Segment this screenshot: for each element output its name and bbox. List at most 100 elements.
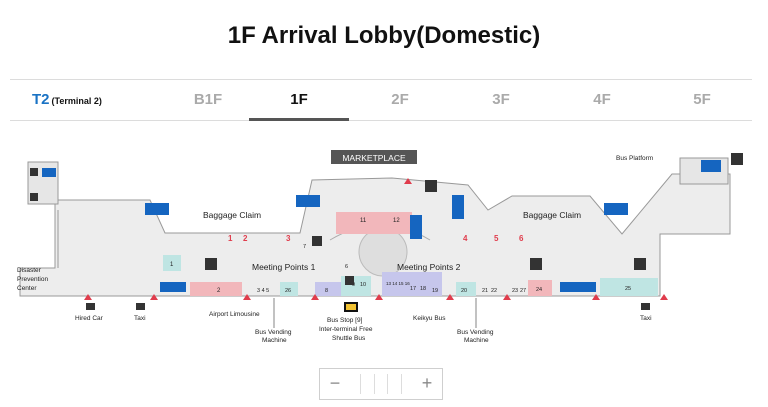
escalator-icon [312,236,322,246]
shop-label: 10 [360,282,366,288]
shop-label: 13 14 15 16 [386,281,410,286]
terminal-name: (Terminal 2) [51,96,102,106]
facility-icons [42,160,721,292]
bus-platform-label: Bus Platform [616,155,653,162]
shop-13-18 [382,272,442,296]
zoom-control: − + [319,368,443,400]
marketplace-box [331,150,417,164]
shop-24 [528,280,552,296]
zoom-tick [373,374,375,394]
shop-label: 20 [461,288,467,294]
shop-2 [190,282,242,296]
shop-label: 3 4 5 [257,288,269,294]
tab-5f[interactable]: 5F [693,91,711,108]
bus-vending-right-line1: Bus Vending [457,329,494,336]
zoom-tick [360,374,361,394]
shop-label: 19 [432,288,438,294]
arrow-icon [30,193,38,201]
shop-label: 8 [325,288,328,294]
zoom-slider[interactable] [360,374,402,394]
escalator-icon [731,153,743,165]
shop-1 [163,255,181,271]
restroom-icon [160,282,186,292]
disaster-center-line1: Disaster [17,267,42,274]
meeting-points-2-label: Meeting Points 2 [397,262,461,272]
keikyu-bus-label: Keikyu Bus [413,315,446,322]
tab-4f[interactable]: 4F [593,91,611,108]
exit-5: 5 [494,234,499,243]
zoom-tick [400,374,402,394]
entrance-markers [84,178,668,300]
disaster-center-line3: Center [17,285,37,292]
tab-1f[interactable]: 1F [249,80,349,121]
shop-20 [456,282,476,296]
tab-2f[interactable]: 2F [391,91,409,108]
tab-b1f[interactable]: B1F [193,91,223,108]
shop-label: 26 [285,288,291,294]
bus-vending-right-line2: Machine [464,337,489,344]
exit-2: 2 [243,234,248,243]
car-icon [86,303,95,310]
info-icons [30,153,743,310]
floor-map[interactable]: MARKETPLACE 11 12 1 2 3 4 5 26 8 6 7 9 1… [0,140,768,350]
shop-label: 27 [520,288,526,294]
shop-label: 24 [536,287,542,293]
escalator-icon [530,258,542,270]
page-title: 1F Arrival Lobby(Domestic) [227,22,541,49]
bus-stop-line2: Inter-terminal Free [319,326,373,333]
shop-label: 18 [420,286,426,292]
exit-6: 6 [519,234,524,243]
terminal-label: T2(Terminal 2) [32,80,102,120]
exit-1: 1 [228,234,233,243]
tab-3f[interactable]: 3F [492,91,510,108]
restroom-icon [296,195,320,207]
meeting-points-1-label: Meeting Points 1 [252,262,316,272]
restroom-icon [604,203,628,215]
shop-label: 6 [345,264,348,270]
shop-25 [600,278,658,296]
shop-label: 22 [491,288,497,294]
airport-limousine-label: Airport Limousine [209,311,260,318]
taxi-left-label: Taxi [134,315,146,322]
baggage-claim-right-label: Baggage Claim [523,210,581,220]
taxi-icon [136,303,145,310]
zoom-in-button[interactable]: + [421,373,433,393]
floor-tabs: T2(Terminal 2) B1F 1F 2F 3F 4F 5F [10,79,752,121]
shop-label: 11 [360,218,367,224]
shop-label: 1 [170,262,174,268]
shop-label: 12 [393,218,400,224]
shop-11-12 [336,212,412,234]
hired-car-label: Hired Car [75,315,104,322]
disaster-center-line2: Prevention [17,276,48,283]
terminal-code: T2 [32,91,50,108]
bus-icon [345,276,354,285]
escalator-icon [205,258,217,270]
restroom-icon [145,203,169,215]
restroom-icon [452,195,464,219]
shop-label: 2 [217,288,221,294]
shop-label: 21 [482,288,488,294]
taxi-icon [641,303,650,310]
bus-stop-line3: Shuttle Bus [332,335,366,342]
shop-label: 25 [625,286,631,292]
shop-label: 7 [303,244,306,250]
marketplace-label: MARKETPLACE [342,153,406,163]
escalator-icon [634,258,646,270]
zoom-out-button[interactable]: − [329,373,341,393]
restroom-icon [410,215,422,239]
restroom-icon [42,168,56,177]
shop-label: 17 [410,286,416,292]
bus-vending-left-line1: Bus Vending [255,329,292,336]
shop-label: 23 [512,288,518,294]
shop-6-8 [315,282,341,296]
zoom-tick [387,374,389,394]
baggage-claim-left-label: Baggage Claim [203,210,261,220]
restroom-icon [560,282,596,292]
shop-26 [280,282,298,296]
restroom-icon [701,160,721,172]
bus-stop-line1: Bus Stop [9] [327,317,363,324]
bus-stop-badge [346,304,356,310]
phone-icon [30,168,38,176]
exit-4: 4 [463,234,468,243]
taxi-right-label: Taxi [640,315,652,322]
